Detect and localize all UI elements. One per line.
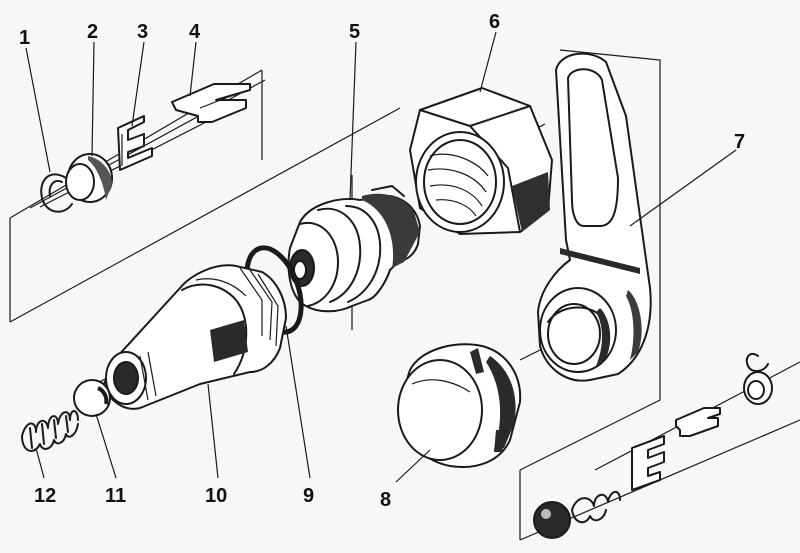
callout-6: 6 xyxy=(489,11,500,33)
callout-12: 12 xyxy=(34,485,56,507)
part-12-spring xyxy=(21,410,79,452)
callout-9: 9 xyxy=(303,485,314,507)
callout-7: 7 xyxy=(734,131,745,153)
callout-11: 11 xyxy=(105,485,126,507)
part-5-valve-body xyxy=(287,185,421,313)
callout-5: 5 xyxy=(349,21,360,43)
part-1-circlip xyxy=(40,173,73,213)
part-11-ball xyxy=(73,379,111,417)
leader-lines xyxy=(25,31,737,483)
callout-2: 2 xyxy=(87,21,98,43)
part-7-bracket xyxy=(537,52,652,382)
callout-1: 1 xyxy=(19,27,30,49)
callout-labels: 1 2 3 4 5 6 7 8 9 10 11 12 xyxy=(19,11,745,511)
callout-10: 10 xyxy=(205,485,227,507)
part-8-cap-nut xyxy=(397,343,522,468)
part-10-housing xyxy=(103,264,287,410)
part-3-shim xyxy=(117,115,153,171)
part-4-shim xyxy=(171,83,251,123)
secondary-parts xyxy=(533,352,773,539)
part-2-collar xyxy=(65,153,113,203)
callout-3: 3 xyxy=(137,21,148,43)
callout-4: 4 xyxy=(189,21,201,43)
part-6-hex-nut xyxy=(409,87,553,235)
callout-8: 8 xyxy=(380,489,391,511)
